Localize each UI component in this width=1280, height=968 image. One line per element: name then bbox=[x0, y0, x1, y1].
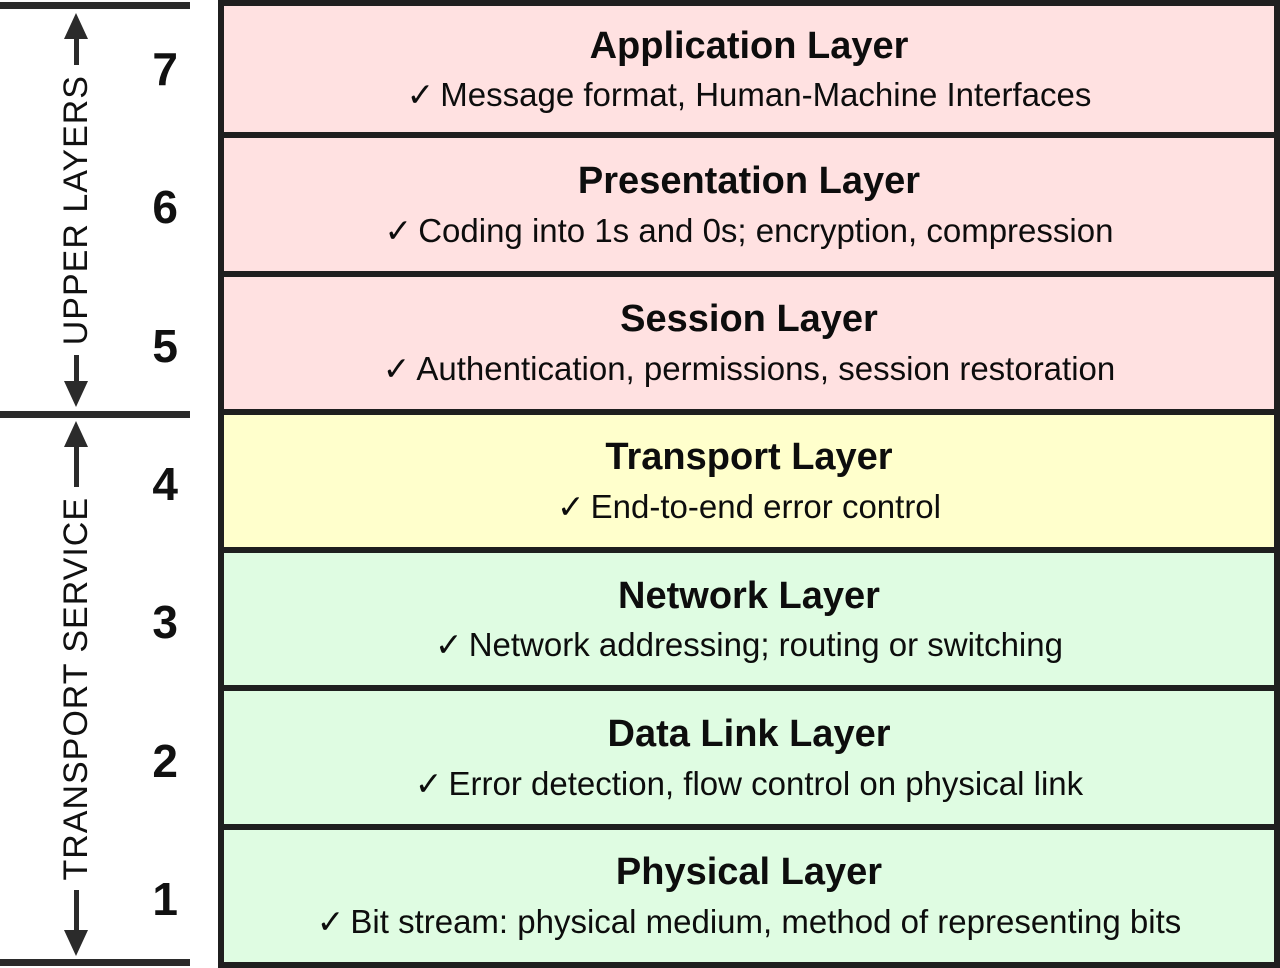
layer-number-cell: 6 bbox=[0, 138, 218, 276]
layer-title: Session Layer bbox=[620, 298, 878, 341]
layer-number-cell: 5 bbox=[0, 277, 218, 415]
layer-description: ✓End-to-end error control bbox=[557, 489, 941, 525]
layer-number: 6 bbox=[152, 181, 178, 234]
layer-description: ✓Authentication, permissions, session re… bbox=[382, 349, 1116, 387]
layer-number: 3 bbox=[152, 596, 178, 649]
layer-box: Transport Layer ✓End-to-end error contro… bbox=[218, 414, 1280, 554]
arrow-up-icon bbox=[64, 421, 88, 487]
layer-row: 6 Presentation Layer ✓Coding into 1s and… bbox=[0, 138, 1280, 277]
transport-service-bracket: TRANSPORT SERVICE bbox=[0, 421, 152, 957]
layer-row: 4 Transport Layer ✓End-to-end error cont… bbox=[0, 414, 1280, 554]
check-icon: ✓ bbox=[406, 76, 435, 114]
layer-box: Session Layer ✓Authentication, permissio… bbox=[218, 276, 1280, 415]
layer-description: ✓Bit stream: physical medium, method of … bbox=[316, 903, 1182, 941]
transport-service-label: TRANSPORT SERVICE bbox=[57, 496, 95, 881]
lower-bracket-bottom-bar bbox=[0, 959, 190, 966]
layer-description-text: Network addressing; routing or switching bbox=[468, 626, 1063, 664]
layer-title: Physical Layer bbox=[615, 851, 883, 894]
layer-title: Application Layer bbox=[589, 24, 909, 67]
layer-description-text: Coding into 1s and 0s; encryption, compr… bbox=[418, 211, 1114, 249]
layer-number-cell: 1 bbox=[0, 830, 218, 968]
check-icon: ✓ bbox=[382, 349, 411, 387]
arrow-down-icon bbox=[64, 890, 88, 957]
layer-number: 7 bbox=[152, 43, 178, 96]
layer-description: ✓Network addressing; routing or switchin… bbox=[435, 627, 1063, 663]
check-icon: ✓ bbox=[557, 488, 585, 526]
layer-box: Network Layer ✓Network addressing; routi… bbox=[218, 553, 1280, 692]
layer-box: Physical Layer ✓Bit stream: physical med… bbox=[218, 829, 1280, 968]
layer-row: 5 Session Layer ✓Authentication, permiss… bbox=[0, 276, 1280, 415]
layer-number-cell: 4 bbox=[0, 415, 218, 553]
layer-box: Application Layer ✓Message format, Human… bbox=[218, 0, 1280, 139]
layer-number: 5 bbox=[152, 319, 178, 372]
check-icon: ✓ bbox=[384, 211, 413, 249]
layer-description-text: Error detection, flow control on physica… bbox=[448, 764, 1084, 802]
layer-description-text: End-to-end error control bbox=[590, 488, 941, 526]
layer-number-cell: 3 bbox=[0, 553, 218, 691]
layer-title: Data Link Layer bbox=[607, 713, 891, 756]
upper-bracket-top-bar bbox=[0, 2, 190, 9]
layer-description-text: Bit stream: physical medium, method of r… bbox=[350, 903, 1182, 941]
layer-title: Transport Layer bbox=[605, 436, 893, 479]
arrow-up-icon bbox=[64, 13, 88, 65]
check-icon: ✓ bbox=[414, 764, 443, 802]
upper-layers-label: UPPER LAYERS bbox=[57, 74, 95, 346]
layer-number-cell: 2 bbox=[0, 691, 218, 829]
layer-description: ✓Coding into 1s and 0s; encryption, comp… bbox=[384, 211, 1114, 249]
layer-row: 2 Data Link Layer ✓Error detection, flow… bbox=[0, 691, 1280, 830]
layer-number-cell: 7 bbox=[0, 0, 218, 138]
upper-layers-bracket: UPPER LAYERS bbox=[0, 13, 152, 407]
layer-number: 2 bbox=[152, 734, 178, 787]
layer-box: Data Link Layer ✓Error detection, flow c… bbox=[218, 691, 1280, 830]
arrow-down-icon bbox=[64, 355, 88, 407]
layer-number: 1 bbox=[152, 872, 178, 925]
layer-row: 7 Application Layer ✓Message format, Hum… bbox=[0, 0, 1280, 139]
layer-row: 3 Network Layer ✓Network addressing; rou… bbox=[0, 553, 1280, 692]
layer-number: 4 bbox=[152, 457, 178, 510]
layer-box: Presentation Layer ✓Coding into 1s and 0… bbox=[218, 138, 1280, 277]
layer-title: Presentation Layer bbox=[577, 159, 921, 202]
layer-description: ✓Message format, Human-Machine Interface… bbox=[407, 77, 1092, 113]
layer-row: 1 Physical Layer ✓Bit stream: physical m… bbox=[0, 829, 1280, 968]
bracket-divider-bar bbox=[0, 411, 190, 418]
layer-description-text: Message format, Human-Machine Interfaces bbox=[440, 76, 1092, 114]
check-icon: ✓ bbox=[316, 903, 345, 941]
layer-description-text: Authentication, permissions, session res… bbox=[416, 349, 1116, 387]
layer-description: ✓Error detection, flow control on physic… bbox=[414, 764, 1084, 802]
check-icon: ✓ bbox=[435, 626, 463, 664]
layer-title: Network Layer bbox=[618, 574, 880, 617]
